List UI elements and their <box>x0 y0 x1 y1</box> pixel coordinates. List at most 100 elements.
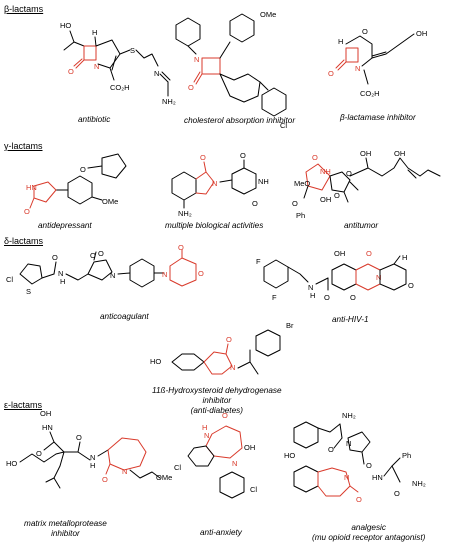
svg-text:Ph: Ph <box>296 211 305 220</box>
svg-text:HO: HO <box>60 21 71 30</box>
section-header-delta-lactams: δ-lactams <box>4 236 44 246</box>
svg-text:F: F <box>272 293 277 302</box>
svg-text:O: O <box>188 83 194 92</box>
caption-beta-lactamase-inhibitor: β-lactamase inhibitor <box>340 113 416 122</box>
svg-text:OH: OH <box>416 29 427 38</box>
svg-text:N: N <box>230 363 235 372</box>
structure-oxazepam: O H N OH N Cl Cl <box>174 411 257 499</box>
svg-text:O: O <box>68 67 74 76</box>
svg-text:F: F <box>256 257 261 266</box>
caption-multiple-biological-activities: multiple biological activities <box>165 221 264 230</box>
caption-cholesterol-absorption-inhibitor: cholesterol absorption inhibitor <box>184 116 296 125</box>
structure-mmp-inhibitor: OH HN O HO O H N O N OMe <box>6 409 172 489</box>
structure-clavulanic-acid: H O O N OH CO₂H <box>328 27 427 98</box>
svg-text:NH₂: NH₂ <box>412 479 426 488</box>
svg-text:O: O <box>52 253 58 262</box>
svg-text:OH: OH <box>320 195 331 204</box>
section-header-epsilon-lactams: ε-lactams <box>4 400 43 410</box>
svg-text:N: N <box>162 270 167 279</box>
svg-text:OH: OH <box>360 149 371 158</box>
svg-text:O: O <box>366 461 372 470</box>
caption-anti-anxiety: anti-anxiety <box>200 528 242 537</box>
caption-antitumor: antitumor <box>344 221 379 230</box>
svg-text:Ph: Ph <box>402 451 411 460</box>
structure-rolipram: O OMe HN O <box>24 153 127 216</box>
svg-text:O: O <box>312 153 318 162</box>
svg-text:O: O <box>394 489 400 498</box>
svg-text:H: H <box>92 28 97 37</box>
svg-text:N: N <box>94 62 99 71</box>
caption-antidepressant: antidepressant <box>38 221 92 230</box>
svg-text:O: O <box>226 335 232 344</box>
svg-text:OH: OH <box>40 409 51 418</box>
svg-text:MeO: MeO <box>294 179 310 188</box>
svg-text:O: O <box>328 69 334 78</box>
svg-text:Cl: Cl <box>6 275 13 284</box>
svg-text:OMe: OMe <box>102 197 118 206</box>
svg-text:S: S <box>26 287 31 296</box>
svg-text:H: H <box>60 277 65 286</box>
svg-text:HO: HO <box>284 451 295 460</box>
structure-antitumor-spirolactam: OH OH O NH MeO O O OH O Ph <box>292 149 441 220</box>
svg-text:O: O <box>366 249 372 258</box>
caption-matrix-metalloprotease-inhibitor: matrix metalloprotease inhibitor <box>24 519 107 538</box>
svg-text:O: O <box>328 445 334 454</box>
svg-text:CO₂H: CO₂H <box>360 89 380 98</box>
svg-text:NH₂: NH₂ <box>162 97 176 106</box>
svg-text:N: N <box>344 473 349 482</box>
svg-text:N: N <box>194 55 199 64</box>
structure-rivaroxaban: Cl S O H N O O N N O O <box>6 244 204 296</box>
svg-text:O: O <box>356 495 362 504</box>
svg-text:N: N <box>204 431 209 440</box>
svg-text:CO₂H: CO₂H <box>110 83 130 92</box>
structure-cholesterol-absorption-inhibitor: OMe N O Cl <box>175 10 287 130</box>
svg-text:H: H <box>338 37 343 46</box>
svg-text:N: N <box>58 269 63 278</box>
svg-text:OMe: OMe <box>156 473 172 482</box>
svg-text:O: O <box>324 293 330 302</box>
svg-text:O: O <box>346 169 352 178</box>
svg-text:O: O <box>334 191 340 200</box>
svg-text:H: H <box>310 291 315 300</box>
svg-text:NH: NH <box>258 177 269 186</box>
caption-11b-hsd-inhibitor: 11ß-Hydroxysteroid dehydrogenase inhibit… <box>152 386 282 415</box>
svg-text:O: O <box>252 199 258 208</box>
svg-text:O: O <box>24 207 30 216</box>
svg-text:O: O <box>90 251 96 260</box>
svg-text:N: N <box>232 459 237 468</box>
svg-text:H: H <box>402 253 407 262</box>
svg-text:OH: OH <box>334 249 345 258</box>
svg-text:O: O <box>408 281 414 290</box>
svg-text:Cl: Cl <box>280 121 287 130</box>
caption-anticoagulant: anticoagulant <box>100 312 149 321</box>
svg-text:O: O <box>80 165 86 174</box>
svg-text:OMe: OMe <box>260 10 276 19</box>
svg-text:O: O <box>240 151 246 160</box>
svg-text:O: O <box>178 244 184 252</box>
svg-text:HO: HO <box>6 459 17 468</box>
svg-text:N: N <box>308 283 313 292</box>
svg-text:N: N <box>212 179 217 188</box>
caption-analgesic: analgesic (mu opioid receptor antagonist… <box>312 523 426 542</box>
svg-text:Cl: Cl <box>174 463 181 472</box>
svg-text:N: N <box>110 271 115 280</box>
structure-11b-hsd-inhibitor: HO O N Br <box>150 322 294 375</box>
svg-text:O: O <box>292 199 298 208</box>
svg-text:O: O <box>350 293 356 302</box>
svg-text:N: N <box>90 453 95 462</box>
structure-lenalidomide: O N NH₂ O O NH <box>171 151 269 218</box>
svg-text:N: N <box>376 273 381 282</box>
svg-text:N: N <box>154 69 159 78</box>
svg-text:O: O <box>222 411 228 420</box>
svg-text:O: O <box>362 27 368 36</box>
svg-text:O: O <box>200 153 206 162</box>
svg-text:HO: HO <box>150 357 161 366</box>
structure-analgesic-peptidomimetic: NH₂ HO O N O N O HN Ph O NH₂ <box>284 411 426 504</box>
svg-text:O: O <box>102 475 108 484</box>
caption-antibiotic: antibiotic <box>78 115 111 124</box>
svg-text:Cl: Cl <box>250 485 257 494</box>
svg-text:N: N <box>355 64 360 73</box>
svg-text:O: O <box>198 269 204 278</box>
svg-text:HN: HN <box>372 473 383 482</box>
svg-text:HN: HN <box>26 183 37 192</box>
